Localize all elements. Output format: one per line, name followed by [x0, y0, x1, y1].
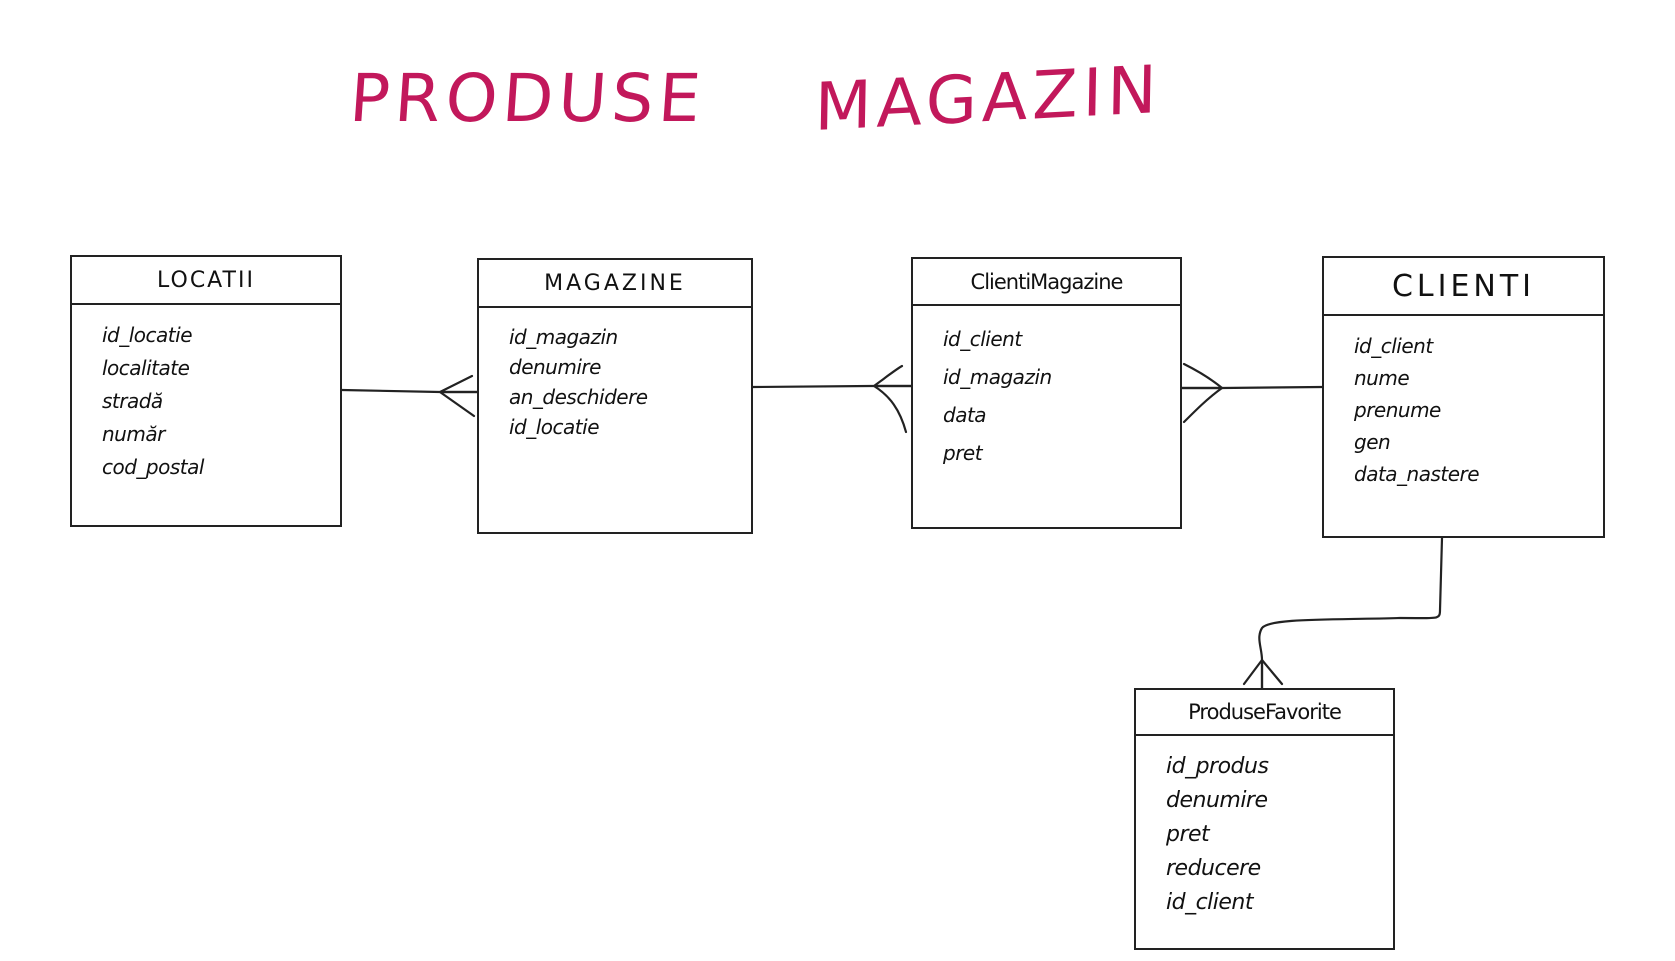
rel-clienti-favorite	[1258, 536, 1444, 690]
field: reducere	[1166, 856, 1261, 881]
field: id_client	[1166, 890, 1254, 915]
entity-locatii-fields: id_locatie localitate stradă număr cod_p…	[72, 305, 340, 484]
entity-magazine-fields: id_magazin denumire an_deschidere id_loc…	[479, 308, 751, 442]
entity-produse-favorite-name: ProduseFavorite	[1136, 690, 1393, 736]
field: id_produs	[1166, 754, 1269, 779]
field: denumire	[1166, 788, 1268, 813]
entity-locatii-name: LOCATII	[72, 257, 340, 305]
field: id_client	[943, 327, 1022, 351]
entity-produse-favorite-fields: id_produs denumire pret reducere id_clie…	[1136, 736, 1393, 920]
field: cod_postal	[102, 455, 204, 479]
field: data	[943, 403, 987, 427]
entity-clienti-fields: id_client nume prenume gen data_nastere	[1324, 316, 1603, 490]
field: pret	[1166, 822, 1210, 847]
entity-produse-favorite: ProduseFavorite id_produs denumire pret …	[1134, 688, 1395, 950]
field: număr	[102, 422, 165, 446]
field: id_magazin	[943, 365, 1052, 389]
field: id_client	[1354, 334, 1433, 358]
crowfoot-clientimag-left	[872, 364, 913, 434]
field: data_nastere	[1354, 462, 1480, 486]
entity-clienti-name: CLIENTI	[1324, 258, 1603, 316]
field: stradă	[102, 389, 163, 413]
entity-clienti: CLIENTI id_client nume prenume gen data_…	[1322, 256, 1605, 538]
field: id_locatie	[102, 323, 193, 347]
field: id_magazin	[509, 325, 618, 349]
entity-magazine-name: MAGAZINE	[479, 260, 751, 308]
entity-magazine: MAGAZINE id_magazin denumire an_deschide…	[477, 258, 753, 534]
field: id_locatie	[509, 415, 600, 439]
field: gen	[1354, 430, 1391, 454]
entity-clienti-magazine-name: ClientiMagazine	[913, 259, 1180, 306]
crowfoot-favorite-top	[1242, 658, 1284, 690]
field: prenume	[1354, 398, 1441, 422]
crowfoot-magazine-left	[438, 374, 479, 418]
crowfoot-clientimag-right	[1180, 362, 1224, 424]
entity-clienti-magazine: ClientiMagazine id_client id_magazin dat…	[911, 257, 1182, 529]
entity-clienti-magazine-fields: id_client id_magazin data pret	[913, 306, 1180, 472]
field: pret	[943, 441, 983, 465]
field: localitate	[102, 356, 190, 380]
entity-locatii: LOCATII id_locatie localitate stradă num…	[70, 255, 342, 527]
field: an_deschidere	[509, 385, 648, 409]
field: nume	[1354, 366, 1410, 390]
field: denumire	[509, 355, 601, 379]
